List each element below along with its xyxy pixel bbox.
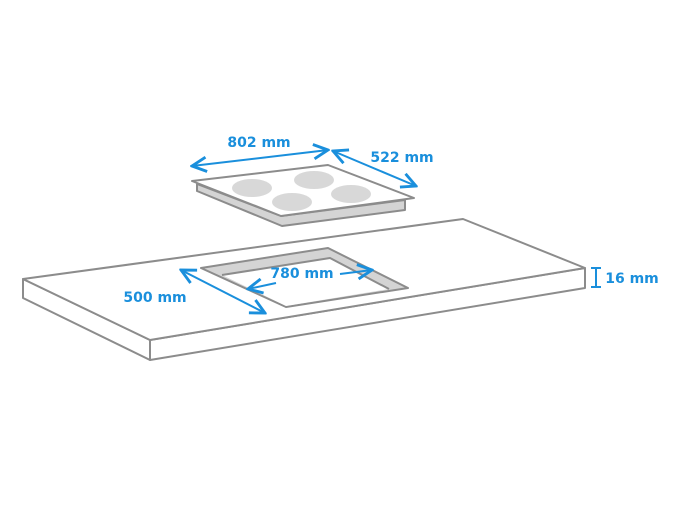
burner-icon xyxy=(331,185,371,203)
hob xyxy=(191,164,415,227)
hob-width-arrow xyxy=(192,150,328,166)
cutout-depth-label: 500 mm xyxy=(123,290,186,306)
hob-depth-label: 522 mm xyxy=(370,150,433,166)
burner-icon xyxy=(232,179,272,197)
hob-depth-arrow xyxy=(333,151,416,186)
cutout-width-arrow-right xyxy=(339,270,372,274)
cutout-depth-arrow xyxy=(181,270,265,313)
hob-width-label: 802 mm xyxy=(227,135,290,151)
burner-icon xyxy=(294,171,334,189)
dimension-labels: 802 mm 522 mm 500 mm 780 mm 16 mm xyxy=(123,135,658,306)
thickness-label: 16 mm xyxy=(605,271,659,287)
burner-icon xyxy=(272,193,312,211)
cutout-width-arrow-left xyxy=(248,283,277,289)
cutout-width-label: 780 mm xyxy=(270,266,333,282)
dimension-lines xyxy=(181,150,601,313)
